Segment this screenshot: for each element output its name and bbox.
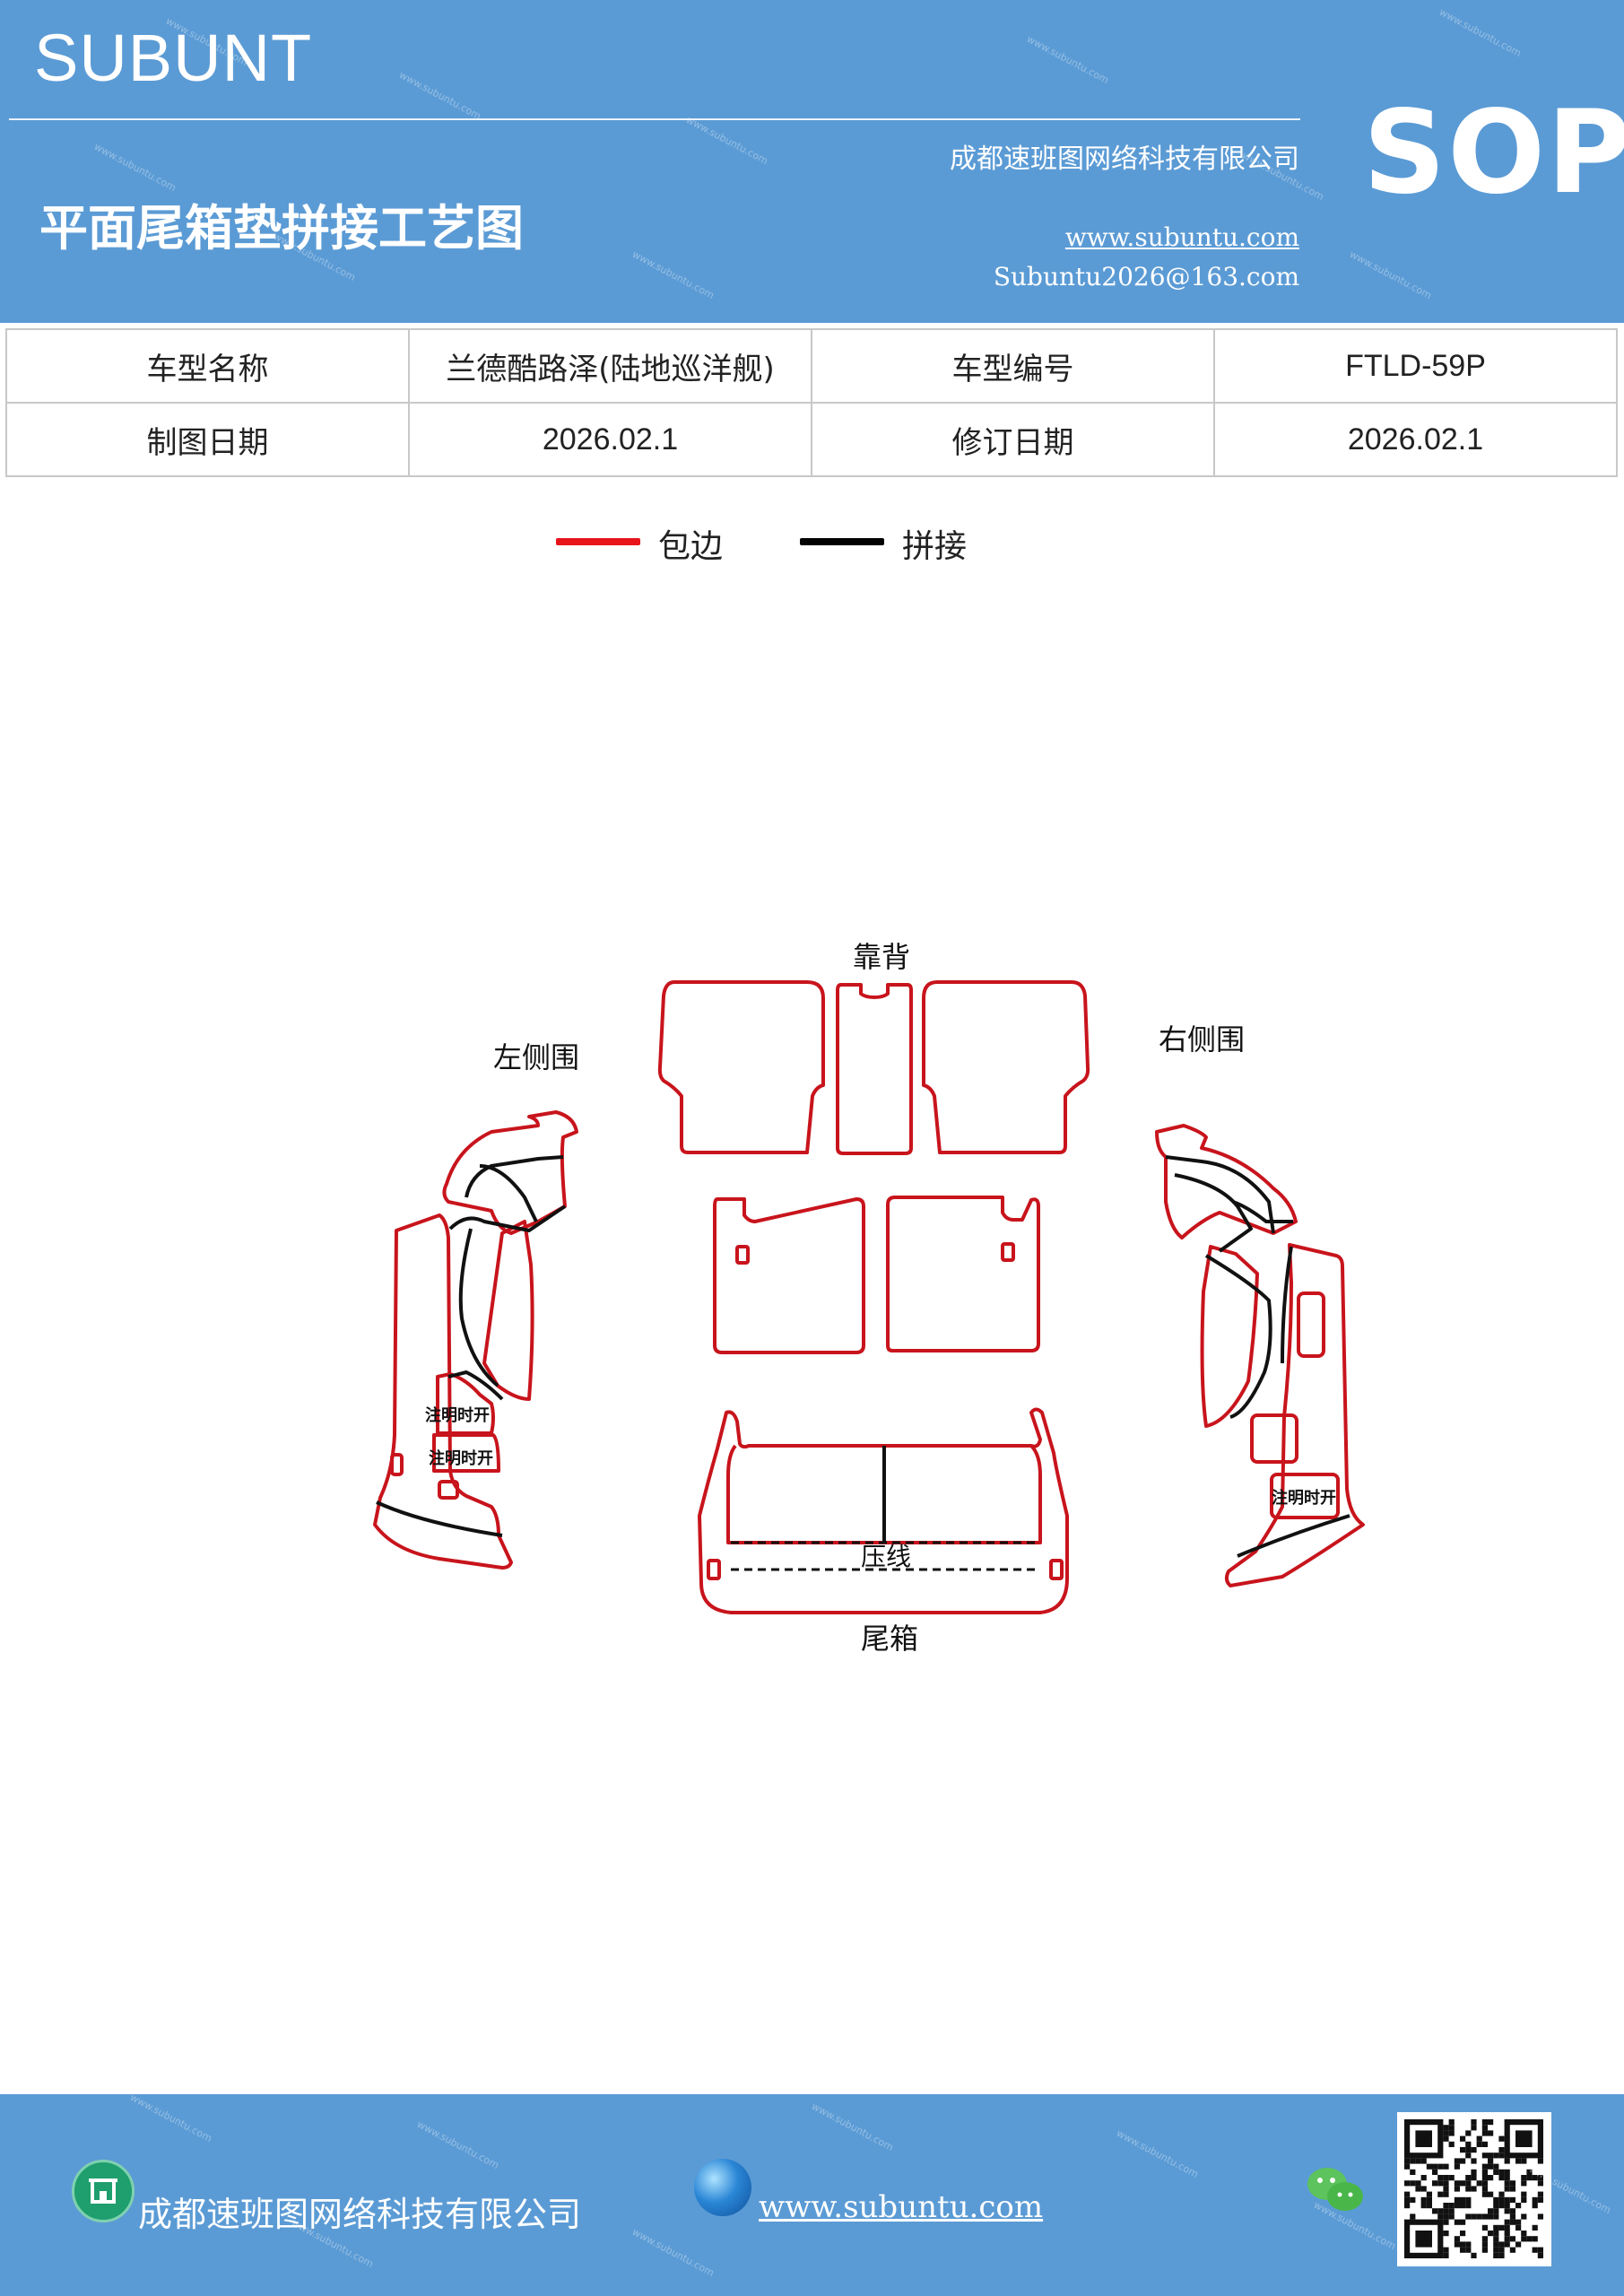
right-seam-4 bbox=[1204, 1254, 1272, 1419]
trunk-floor-piece bbox=[698, 1407, 1069, 1614]
sop-badge: SOP bbox=[1363, 86, 1624, 220]
draw-date-value: 2026.02.1 bbox=[408, 402, 812, 477]
revise-date-label: 修订日期 bbox=[811, 402, 1215, 477]
right-note-box-top bbox=[1250, 1413, 1298, 1464]
edge-legend-label: 包边 bbox=[658, 528, 724, 565]
watermark-text: www.subuntu.com bbox=[809, 2100, 896, 2154]
draw-date-label: 制图日期 bbox=[5, 402, 410, 477]
left-side-label: 左侧围 bbox=[493, 1040, 579, 1074]
watermark-text: www.subuntu.com bbox=[414, 2118, 501, 2172]
trunk-label: 尾箱 bbox=[861, 1622, 918, 1656]
right-side-label: 右侧围 bbox=[1159, 1022, 1245, 1057]
right-side-upper bbox=[1155, 1124, 1298, 1239]
right-note-box-bottom bbox=[1270, 1473, 1340, 1519]
left-side-upper bbox=[442, 1110, 578, 1235]
seam-legend-label: 拼接 bbox=[902, 528, 968, 565]
middle-left-piece bbox=[713, 1197, 865, 1354]
backrest-middle-piece bbox=[836, 983, 913, 1155]
right-seam-6 bbox=[1237, 1514, 1350, 1558]
left-note-box-1 bbox=[436, 1372, 495, 1435]
right-seam-5 bbox=[1281, 1246, 1293, 1364]
right-seam-3 bbox=[1232, 1200, 1293, 1223]
vehicle-info-table: 车型名称 兰德酷路泽(陆地巡洋舰) 车型编号 FTLD-59P 制图日期 202… bbox=[5, 328, 1618, 477]
model-code-label: 车型编号 bbox=[811, 328, 1215, 404]
left-side-small-box bbox=[438, 1480, 459, 1500]
trunk-left-slot bbox=[707, 1559, 721, 1580]
press-line-label: 压线 bbox=[861, 1542, 911, 1571]
left-seam-5 bbox=[447, 1370, 504, 1401]
page-footer: 成都速班图网络科技有限公司 www.subuntu.com www.subunt… bbox=[0, 2094, 1624, 2296]
left-seam-6 bbox=[376, 1500, 503, 1537]
model-name-label: 车型名称 bbox=[5, 328, 410, 404]
backrest-left-piece bbox=[657, 980, 825, 1154]
table-row: 车型名称 兰德酷路泽(陆地巡洋舰) 车型编号 FTLD-59P bbox=[5, 328, 1618, 404]
open-note-3: 注明时开 bbox=[1272, 1488, 1336, 1508]
watermark-text: www.subuntu.com bbox=[630, 2225, 716, 2280]
backrest-label: 靠背 bbox=[853, 940, 910, 974]
left-note-box-2 bbox=[432, 1433, 500, 1473]
watermark-text: www.subuntu.com bbox=[1114, 2126, 1201, 2181]
document-title: 平面尾箱垫拼接工艺图 bbox=[39, 200, 524, 257]
left-seam-3 bbox=[479, 1164, 538, 1222]
table-row: 制图日期 2026.02.1 修订日期 2026.02.1 bbox=[5, 402, 1618, 477]
backrest-right-piece bbox=[922, 980, 1090, 1154]
building-icon bbox=[72, 2160, 135, 2222]
left-seam-1 bbox=[448, 1205, 567, 1232]
right-side-outer bbox=[1224, 1243, 1365, 1587]
model-code-value: FTLD-59P bbox=[1213, 328, 1618, 404]
company-name: 成都速班图网络科技有限公司 bbox=[950, 144, 1299, 175]
right-seam-2 bbox=[1174, 1173, 1253, 1253]
middle-right-slot bbox=[1001, 1242, 1015, 1262]
website-link[interactable]: www.subuntu.com bbox=[1064, 222, 1299, 252]
open-note-1: 注明时开 bbox=[425, 1405, 490, 1425]
qr-code[interactable] bbox=[1397, 2112, 1551, 2266]
page-header: SUBUNT 平面尾箱垫拼接工艺图 成都速班图网络科技有限公司 www.subu… bbox=[0, 0, 1624, 323]
open-note-2: 注明时开 bbox=[429, 1448, 493, 1468]
header-divider bbox=[9, 118, 1300, 120]
edge-swatch bbox=[556, 538, 640, 545]
email-address[interactable]: Subuntu2026@163.com bbox=[993, 262, 1299, 291]
footer-website-link[interactable]: www.subuntu.com bbox=[759, 2189, 1044, 2225]
middle-right-piece bbox=[886, 1196, 1040, 1352]
seam-swatch bbox=[800, 538, 884, 545]
left-seam-4 bbox=[458, 1228, 499, 1387]
globe-icon bbox=[694, 2159, 751, 2216]
revise-date-value: 2026.02.1 bbox=[1213, 402, 1618, 477]
trunk-right-slot bbox=[1049, 1559, 1064, 1580]
legend: 包边 拼接 bbox=[0, 520, 1624, 574]
left-side-slot bbox=[390, 1453, 404, 1476]
right-side-flap bbox=[1200, 1245, 1259, 1428]
middle-left-slot bbox=[735, 1245, 750, 1265]
model-name-value: 兰德酷路泽(陆地巡洋舰) bbox=[408, 328, 812, 404]
brand-name: SUBUNT bbox=[34, 21, 313, 95]
watermark-text: www.subuntu.com bbox=[127, 2094, 214, 2145]
left-seam-2 bbox=[465, 1155, 564, 1198]
right-side-slot bbox=[1297, 1292, 1325, 1358]
right-seam-1 bbox=[1165, 1155, 1275, 1234]
wechat-icon[interactable] bbox=[1304, 2162, 1367, 2216]
left-side-flap bbox=[482, 1220, 534, 1401]
footer-company-name: 成都速班图网络科技有限公司 bbox=[138, 2195, 582, 2234]
left-side-outer bbox=[373, 1213, 513, 1570]
